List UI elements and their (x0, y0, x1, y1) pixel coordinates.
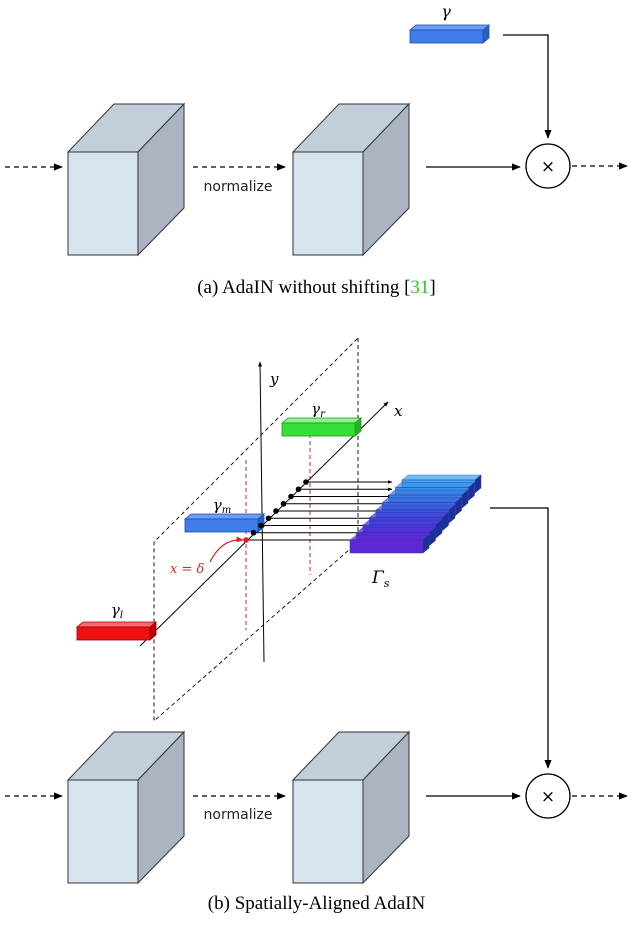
spatial-plane (153, 336, 359, 722)
gamma-vector-a (408, 24, 491, 44)
multiply-node-b (525, 773, 571, 819)
sample-point (273, 508, 279, 514)
multiply-symbol-b: × (541, 787, 555, 807)
x-axis-label: x (394, 402, 403, 420)
gamma-label-a: γ (441, 2, 451, 21)
sample-point (258, 522, 264, 529)
caption-a-text: (a) AdaIN without shifting [ (197, 277, 411, 298)
caption-a: (a) AdaIN without shifting [31] (0, 277, 633, 299)
delta-arrow (209, 536, 244, 563)
feature-cube-normalized-a (291, 102, 411, 257)
gamma-r-label: γr (311, 400, 326, 420)
sample-point (280, 500, 287, 507)
gamma-l-label: γl (111, 601, 123, 621)
gamma-s-vector (349, 534, 430, 554)
caption-a-close: ] (429, 277, 436, 298)
gamma-to-multiply-arrow-a (503, 34, 552, 139)
normalize-label-b: normalize (204, 807, 273, 823)
sample-point (265, 515, 272, 522)
panel-a: normalize γ × (5, 2, 628, 257)
gamma-m-vector (183, 513, 266, 533)
gamma-s-stack (349, 474, 482, 554)
multiply-node-a (525, 143, 571, 189)
gamma-r-vector (280, 417, 363, 437)
sample-point (243, 537, 249, 543)
delta-label: x = δ (170, 562, 204, 577)
feature-cube-input-a (66, 102, 186, 257)
sample-point (250, 529, 257, 536)
panel-b: y x γr γm γl x = δ Γs (5, 336, 628, 885)
caption-a-ref[interactable]: 31 (410, 277, 430, 298)
caption-b: (b) Spatially-Aligned AdaIN (207, 893, 426, 914)
feature-cube-normalized-b (291, 730, 411, 885)
y-axis-label: y (269, 370, 279, 388)
feature-cube-input-b (66, 730, 186, 885)
gamma-m-label: γm (213, 496, 231, 516)
gamma-s-to-multiply-arrow (490, 507, 552, 769)
sample-point (303, 479, 309, 485)
gamma-s-label: Γs (371, 568, 390, 590)
gamma-l-vector (75, 621, 158, 641)
sample-point (288, 493, 294, 500)
sample-point (295, 486, 302, 493)
normalize-label-a: normalize (204, 179, 273, 195)
y-axis (258, 361, 265, 663)
multiply-symbol-a: × (541, 157, 555, 177)
